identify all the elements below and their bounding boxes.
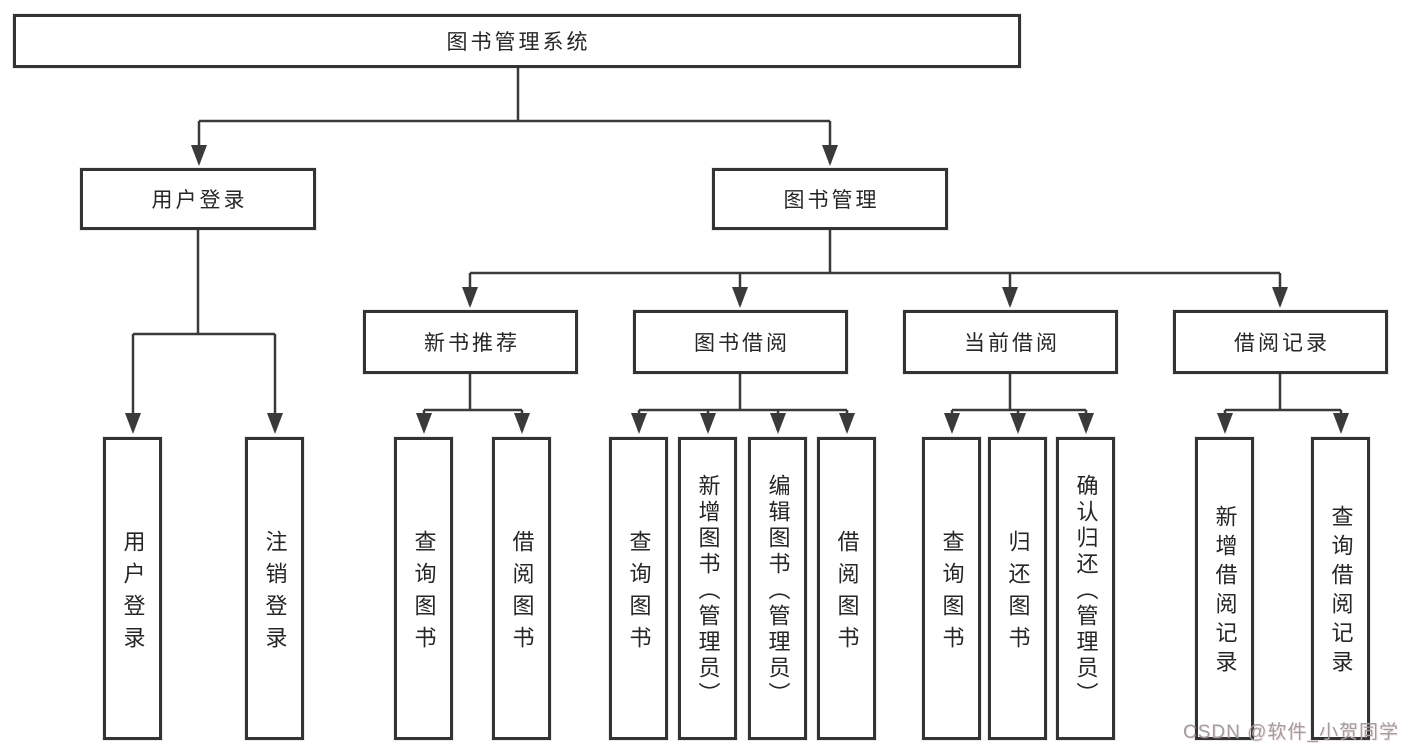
- trunk-current: [952, 374, 1086, 412]
- node-search-book-current: 查询图书: [922, 437, 981, 740]
- node-library-management-system: 图书管理系统: [13, 14, 1021, 68]
- watermark-text: CSDN @软件_小贺同学: [1183, 722, 1399, 743]
- node-borrow-book-recommend: 借阅图书: [492, 437, 551, 740]
- node-current-borrow: 当前借阅: [903, 310, 1118, 374]
- trunk-borrow: [639, 374, 847, 412]
- node-search-book-recommend: 查询图书: [394, 437, 453, 740]
- node-book-borrow: 图书借阅: [633, 310, 848, 374]
- node-borrow-records: 借阅记录: [1173, 310, 1388, 374]
- node-user-login: 用户登录: [80, 168, 316, 230]
- trunk-root: [199, 68, 830, 123]
- trunk-book-management: [470, 230, 1280, 275]
- node-search-book-borrow: 查询图书: [609, 437, 668, 740]
- node-search-borrow-record: 查询借阅记录: [1311, 437, 1370, 740]
- node-new-book-recommend: 新书推荐: [363, 310, 578, 374]
- trunk-new-book: [424, 374, 522, 412]
- connector-trunks: [133, 68, 1341, 412]
- node-confirm-return-admin: 确认归还（管理员）: [1056, 437, 1115, 740]
- trunk-user-login: [133, 230, 275, 336]
- node-add-book-admin: 新增图书（管理员）: [678, 437, 737, 740]
- node-user-login-leaf: 用户登录: [103, 437, 162, 740]
- node-book-management: 图书管理: [712, 168, 948, 230]
- node-edit-book-admin: 编辑图书（管理员）: [748, 437, 807, 740]
- trunk-records: [1225, 374, 1341, 412]
- connector-arrows: [125, 121, 1349, 434]
- node-add-borrow-record: 新增借阅记录: [1195, 437, 1254, 740]
- node-logout-leaf: 注销登录: [245, 437, 304, 740]
- node-borrow-book-leaf: 借阅图书: [817, 437, 876, 740]
- node-return-book: 归还图书: [988, 437, 1047, 740]
